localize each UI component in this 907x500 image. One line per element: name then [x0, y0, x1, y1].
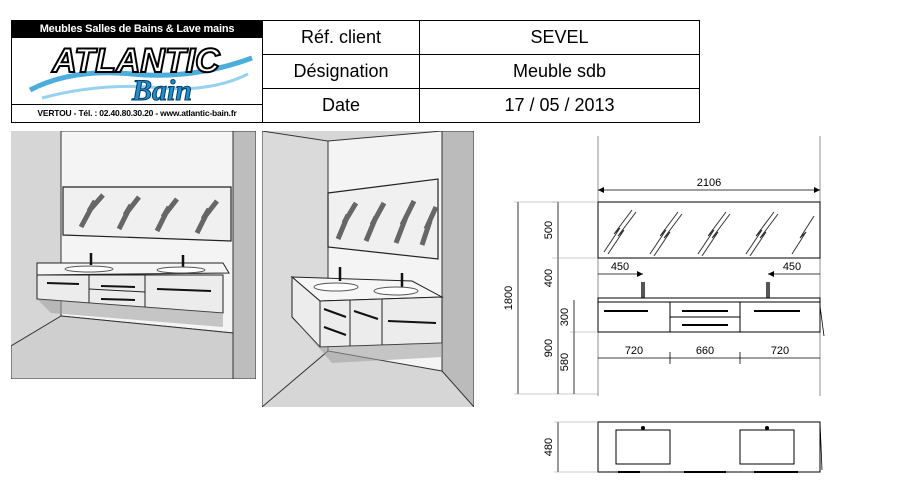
dim-cabinet-bottom: 580 [559, 353, 571, 371]
table-value: 17 / 05 / 2013 [419, 88, 700, 123]
table-value: SEVEL [419, 20, 700, 55]
dim-overall-height: 1800 [503, 286, 515, 310]
dim-module-right: 720 [771, 345, 789, 357]
room-perspective-front [11, 131, 256, 379]
room-perspective-angle [262, 131, 474, 407]
dim-mirror-height: 500 [543, 221, 555, 239]
dim-faucet-right: 450 [783, 261, 801, 273]
mirror-elevation [597, 201, 821, 259]
dim-drawer-height: 300 [559, 308, 571, 326]
table-row: Réf. client SEVEL [262, 20, 700, 55]
logo-tagline: Meubles Salles de Bains & Lave mains [12, 21, 262, 38]
table-label: Désignation [262, 54, 420, 89]
dim-gap-height: 400 [543, 269, 555, 287]
info-table: Réf. client SEVEL Désignation Meuble sdb… [262, 20, 700, 123]
cabinet-plan-view [597, 421, 823, 473]
dim-depth: 480 [543, 438, 555, 456]
dim-module-left: 720 [625, 345, 643, 357]
table-label: Réf. client [262, 20, 420, 55]
brand-line1: ATLANTIC [51, 42, 220, 80]
mirror [62, 186, 232, 242]
company-logo: Meubles Salles de Bains & Lave mains ATL… [11, 20, 263, 123]
dim-faucet-left: 450 [611, 261, 629, 273]
mirror [327, 178, 439, 260]
dim-module-center: 660 [696, 345, 714, 357]
brand-wordmark: ATLANTIC Bain [28, 41, 253, 107]
table-label: Date [262, 88, 420, 123]
table-row: Date 17 / 05 / 2013 [262, 88, 700, 123]
cabinet-elevation [597, 297, 825, 337]
dim-total-width: 2106 [697, 177, 721, 189]
technical-drawing: 2106 450 450 720 660 720 [503, 136, 825, 473]
table-value: Meuble sdb [419, 54, 700, 89]
brand-line2: Bain [131, 74, 192, 107]
logo-contact: VERTOU - Tél. : 02.40.80.30.20 - www.atl… [12, 104, 262, 122]
dim-cabinet-height: 900 [543, 339, 555, 357]
table-row: Désignation Meuble sdb [262, 54, 700, 89]
